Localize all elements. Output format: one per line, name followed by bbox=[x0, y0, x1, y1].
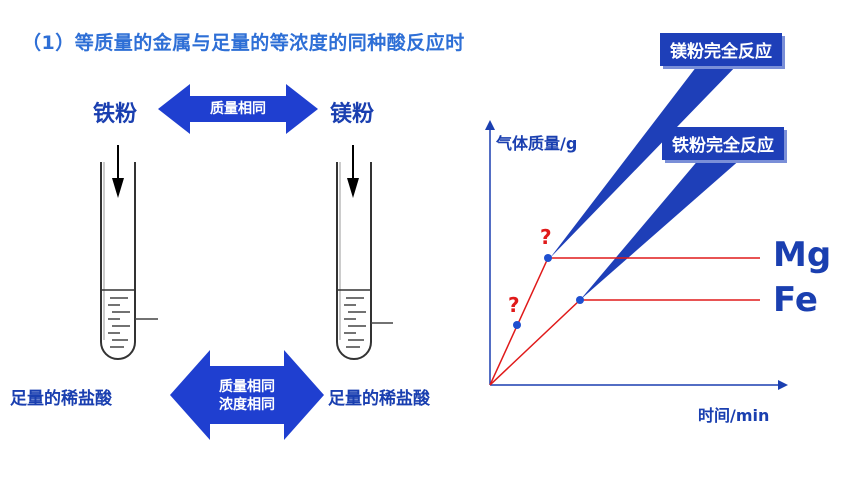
series-label-fe: Fe bbox=[773, 280, 818, 320]
page-title: （1）等质量的金属与足量的等浓度的同种酸反应时 bbox=[22, 32, 465, 54]
top-arrow-text: 质量相同 bbox=[210, 101, 266, 117]
top-double-arrow bbox=[158, 84, 318, 134]
x-axis-label: 时间/min bbox=[698, 406, 770, 425]
point-mg-midway bbox=[513, 321, 521, 329]
bottom-arrow-line1: 质量相同 bbox=[219, 379, 275, 395]
point-fe-complete bbox=[576, 296, 584, 304]
magnesium-powder-label: 镁粉 bbox=[330, 102, 375, 127]
bottom-arrow-text: 质量相同 浓度相同 bbox=[204, 378, 290, 414]
bottom-double-arrow bbox=[170, 350, 324, 440]
graph-axes bbox=[485, 120, 788, 390]
acid-label-right: 足量的稀盐酸 bbox=[328, 389, 430, 409]
bottom-arrow-line2: 浓度相同 bbox=[219, 397, 275, 413]
point-mg-complete bbox=[544, 254, 552, 262]
callout-pointer-top bbox=[550, 62, 740, 258]
test-tube-right bbox=[336, 145, 393, 360]
iron-powder-label: 铁粉 bbox=[93, 102, 138, 127]
acid-label-left: 足量的稀盐酸 bbox=[10, 389, 112, 409]
callout-top: 镁粉完全反应 bbox=[660, 33, 782, 66]
mg-curve bbox=[489, 257, 760, 386]
test-tube-left bbox=[100, 145, 158, 360]
question-mark-upper: ? bbox=[540, 225, 552, 249]
series-label-mg: Mg bbox=[773, 235, 832, 275]
curves bbox=[489, 257, 760, 386]
question-mark-lower: ? bbox=[508, 293, 520, 317]
callout-pointer-bottom bbox=[580, 158, 742, 300]
y-axis-label: 气体质量/g bbox=[496, 134, 578, 153]
callout-bottom: 铁粉完全反应 bbox=[662, 127, 784, 160]
fe-curve bbox=[489, 299, 760, 386]
